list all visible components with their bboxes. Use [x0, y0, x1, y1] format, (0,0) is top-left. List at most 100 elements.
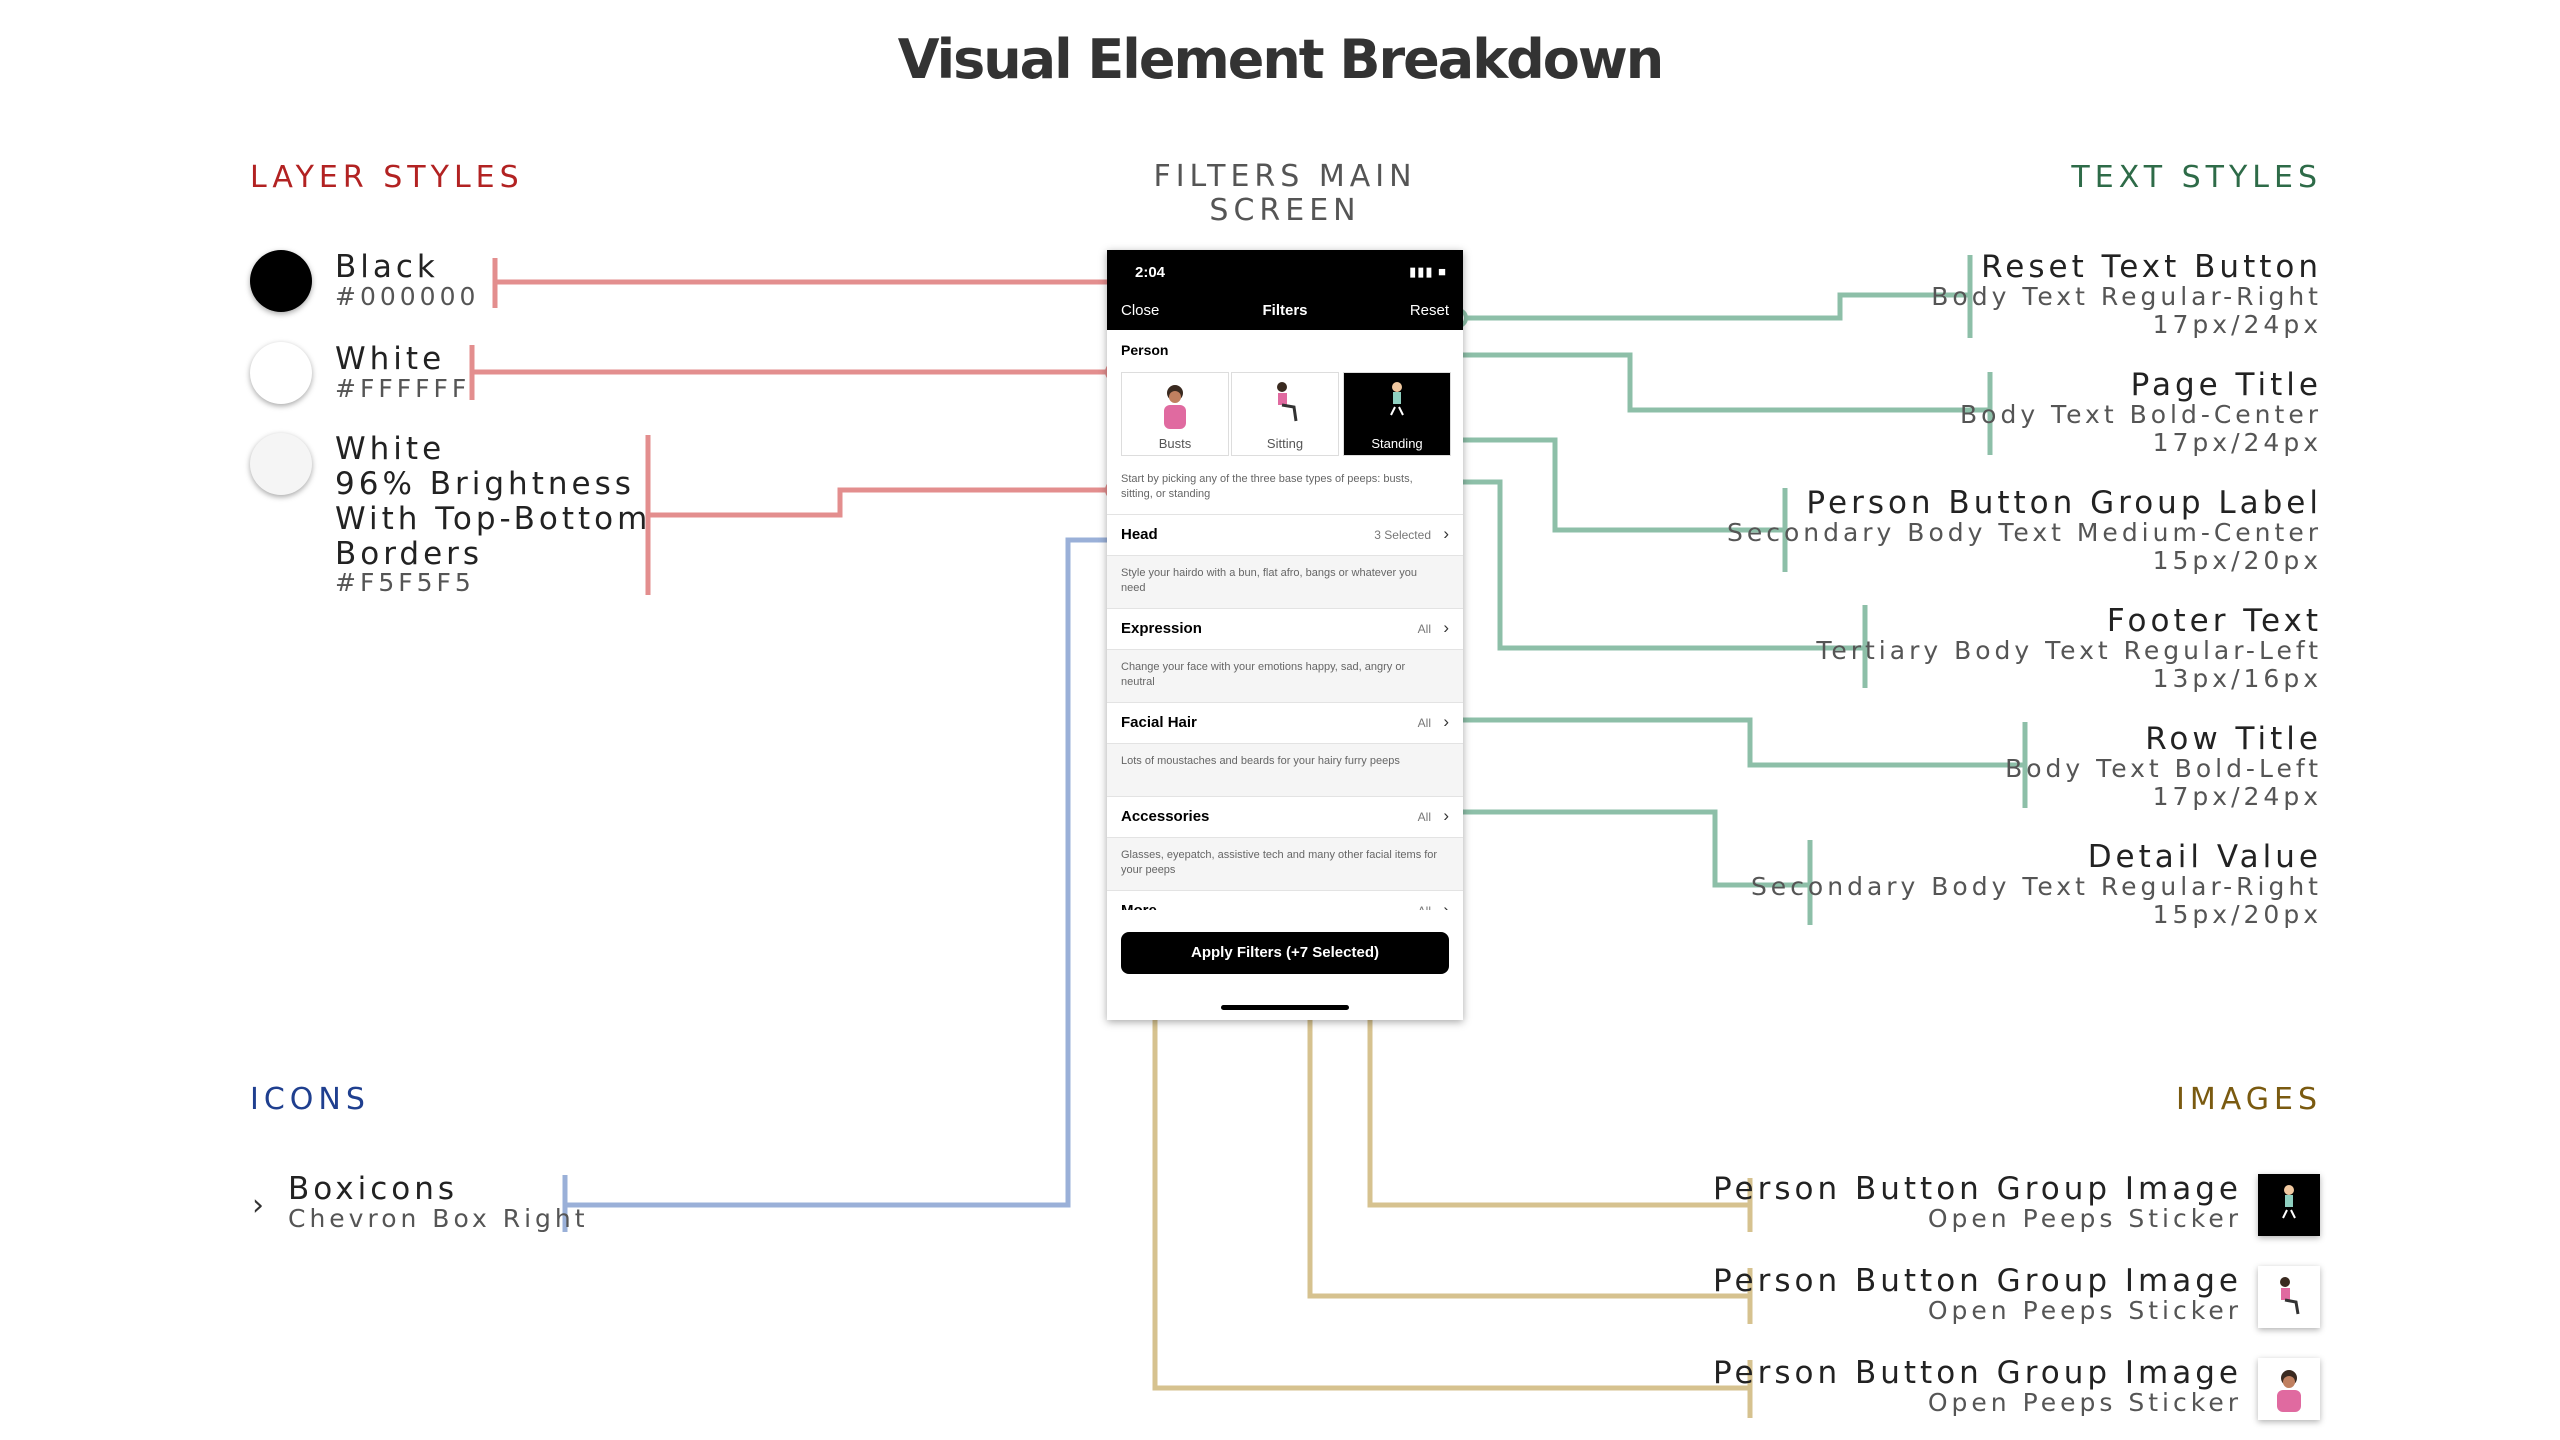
- screen-heading: FILTERS MAIN SCREEN: [1153, 159, 1417, 228]
- chevron-right-icon: ›: [1443, 618, 1449, 637]
- icon-sub: Chevron Box Right: [288, 1204, 589, 1233]
- layer-name-black: Black: [335, 249, 439, 285]
- nav-header: 2:04 ▮▮▮ ■ Close Filters Reset: [1107, 250, 1463, 330]
- close-button[interactable]: Close: [1121, 302, 1160, 319]
- phone-screen: 2:04 ▮▮▮ ■ Close Filters Reset Person Bu…: [1107, 250, 1463, 1020]
- standing-label: Standing: [1371, 436, 1423, 451]
- text-line-row-title: [1215, 717, 2028, 808]
- layer-value-white: #FFFFFF: [335, 374, 471, 403]
- layer-connector-lines: [469, 258, 1127, 595]
- layer-name-light-4: Borders: [335, 536, 484, 572]
- text-style-desc: Body Text Bold-Center: [1960, 400, 2322, 429]
- images-heading: IMAGES: [2176, 1082, 2322, 1117]
- text-style-name: Reset Text Button: [1981, 249, 2322, 285]
- text-style-desc: Body Text Regular-Right: [1931, 282, 2322, 311]
- text-line-detail: [1442, 809, 1813, 925]
- layer-line-black: [492, 258, 1127, 308]
- layer-name-light-3: With Top-Bottom: [335, 501, 652, 537]
- layer-line-light: [645, 435, 1115, 595]
- row-footer: Style your hairdo with a bun, flat afro,…: [1121, 567, 1417, 594]
- text-style-name: Page Title: [2130, 367, 2322, 403]
- row-value: All: [1417, 622, 1431, 636]
- swatch-white: [250, 342, 312, 404]
- row-title: Head: [1121, 526, 1158, 543]
- text-style-desc: Secondary Body Text Regular-Right: [1750, 872, 2322, 901]
- image-sub: Open Peeps Sticker: [1927, 1204, 2242, 1233]
- standing-button[interactable]: Standing: [1343, 372, 1451, 456]
- row-value: 3 Selected: [1374, 528, 1431, 542]
- chevron-right-icon: ›: [1443, 900, 1449, 920]
- text-line-footer: [1433, 479, 1868, 688]
- text-style-name: Person Button Group Label: [1806, 485, 2322, 521]
- layer-styles-heading: LAYER STYLES: [250, 160, 524, 195]
- person-section: Person Busts Sitting Standing: [1107, 330, 1463, 540]
- text-line-reset: [1458, 255, 1973, 338]
- text-line-person-label: [1440, 437, 1788, 572]
- layer-value-black: #000000: [335, 282, 480, 311]
- row-accessories[interactable]: Accessories All ›: [1107, 796, 1463, 838]
- layer-name-white: White: [335, 341, 446, 377]
- text-style-desc: Secondary Body Text Medium-Center: [1726, 518, 2322, 547]
- home-indicator: [1221, 1005, 1349, 1010]
- text-style-desc: Body Text Bold-Left: [2005, 754, 2322, 783]
- reset-button[interactable]: Reset: [1409, 302, 1449, 319]
- text-style-desc: Tertiary Body Text Regular-Left: [1816, 636, 2322, 665]
- text-style-size: 13px/16px: [2152, 664, 2322, 693]
- person-footer: Start by picking any of the three base t…: [1121, 473, 1413, 500]
- image-name: Person Button Group Image: [1712, 1263, 2242, 1299]
- person-label: Person: [1121, 342, 1169, 358]
- layer-line-white: [469, 345, 1115, 400]
- layer-value-light: #F5F5F5: [335, 568, 475, 597]
- busts-button[interactable]: Busts: [1121, 372, 1229, 456]
- row-facial-hair[interactable]: Facial Hair All ›: [1107, 702, 1463, 744]
- row-title: Expression: [1121, 620, 1202, 637]
- chevron-right-icon: ›: [1443, 524, 1449, 543]
- sitting-label: Sitting: [1266, 436, 1304, 451]
- text-style-name: Footer Text: [2106, 603, 2322, 639]
- text-style-size: 15px/20px: [2152, 546, 2322, 575]
- row-value: All: [1417, 716, 1431, 730]
- status-icons: ▮▮▮ ■: [1409, 264, 1447, 279]
- icons-heading: ICONS: [250, 1082, 370, 1117]
- busts-label: Busts: [1158, 436, 1192, 451]
- sitting-image: [1277, 382, 1298, 422]
- image-sub: Open Peeps Sticker: [1927, 1296, 2242, 1325]
- layer-name-light-1: White: [335, 431, 446, 467]
- row-head[interactable]: Head 3 Selected ›: [1107, 514, 1463, 556]
- row-footer: Glasses, eyepatch, assistive tech and ma…: [1121, 849, 1438, 876]
- apply-filters-button[interactable]: Apply Filters (+7 Selected): [1121, 932, 1449, 974]
- screen-title: Filters: [1262, 302, 1308, 319]
- sitting-button[interactable]: Sitting: [1231, 372, 1339, 456]
- text-styles-heading: TEXT STYLES: [2071, 160, 2322, 195]
- image-name: Person Button Group Image: [1712, 1171, 2242, 1207]
- chevron-right-icon: ›: [252, 1188, 264, 1223]
- row-value: All: [1417, 810, 1431, 824]
- sitting-person-image: [2258, 1266, 2320, 1328]
- chevron-right-icon: ›: [1443, 806, 1449, 825]
- text-connector-lines: [1215, 255, 2028, 925]
- row-title: Facial Hair: [1121, 714, 1197, 731]
- image-sub: Open Peeps Sticker: [1927, 1388, 2242, 1417]
- chevron-right-icon: ›: [1443, 712, 1449, 731]
- text-style-size: 17px/24px: [2152, 310, 2322, 339]
- text-style-size: 17px/24px: [2152, 428, 2322, 457]
- text-style-name: Row Title: [2145, 721, 2322, 757]
- page-title: Visual Element Breakdown: [897, 28, 1665, 91]
- row-title: Accessories: [1121, 808, 1210, 825]
- status-time: 2:04: [1135, 264, 1166, 281]
- busts-person-image: [2258, 1358, 2320, 1420]
- busts-image: [1164, 385, 1186, 429]
- icon-name: Boxicons: [288, 1171, 459, 1207]
- text-style-size: 17px/24px: [2152, 782, 2322, 811]
- layer-name-light-2: 96% Brightness: [335, 466, 635, 502]
- row-footer: Lots of moustaches and beards for your h…: [1121, 755, 1400, 767]
- text-style-name: Detail Value: [2087, 839, 2322, 875]
- image-name: Person Button Group Image: [1712, 1355, 2242, 1391]
- swatch-light: [250, 433, 312, 495]
- standing-person-image: [2258, 1174, 2320, 1236]
- standing-image: [1390, 382, 1404, 416]
- text-style-size: 15px/20px: [2152, 900, 2322, 929]
- row-expression[interactable]: Expression All ›: [1107, 608, 1463, 650]
- row-footer: Change your face with your emotions happ…: [1121, 661, 1406, 688]
- swatch-black: [250, 250, 312, 312]
